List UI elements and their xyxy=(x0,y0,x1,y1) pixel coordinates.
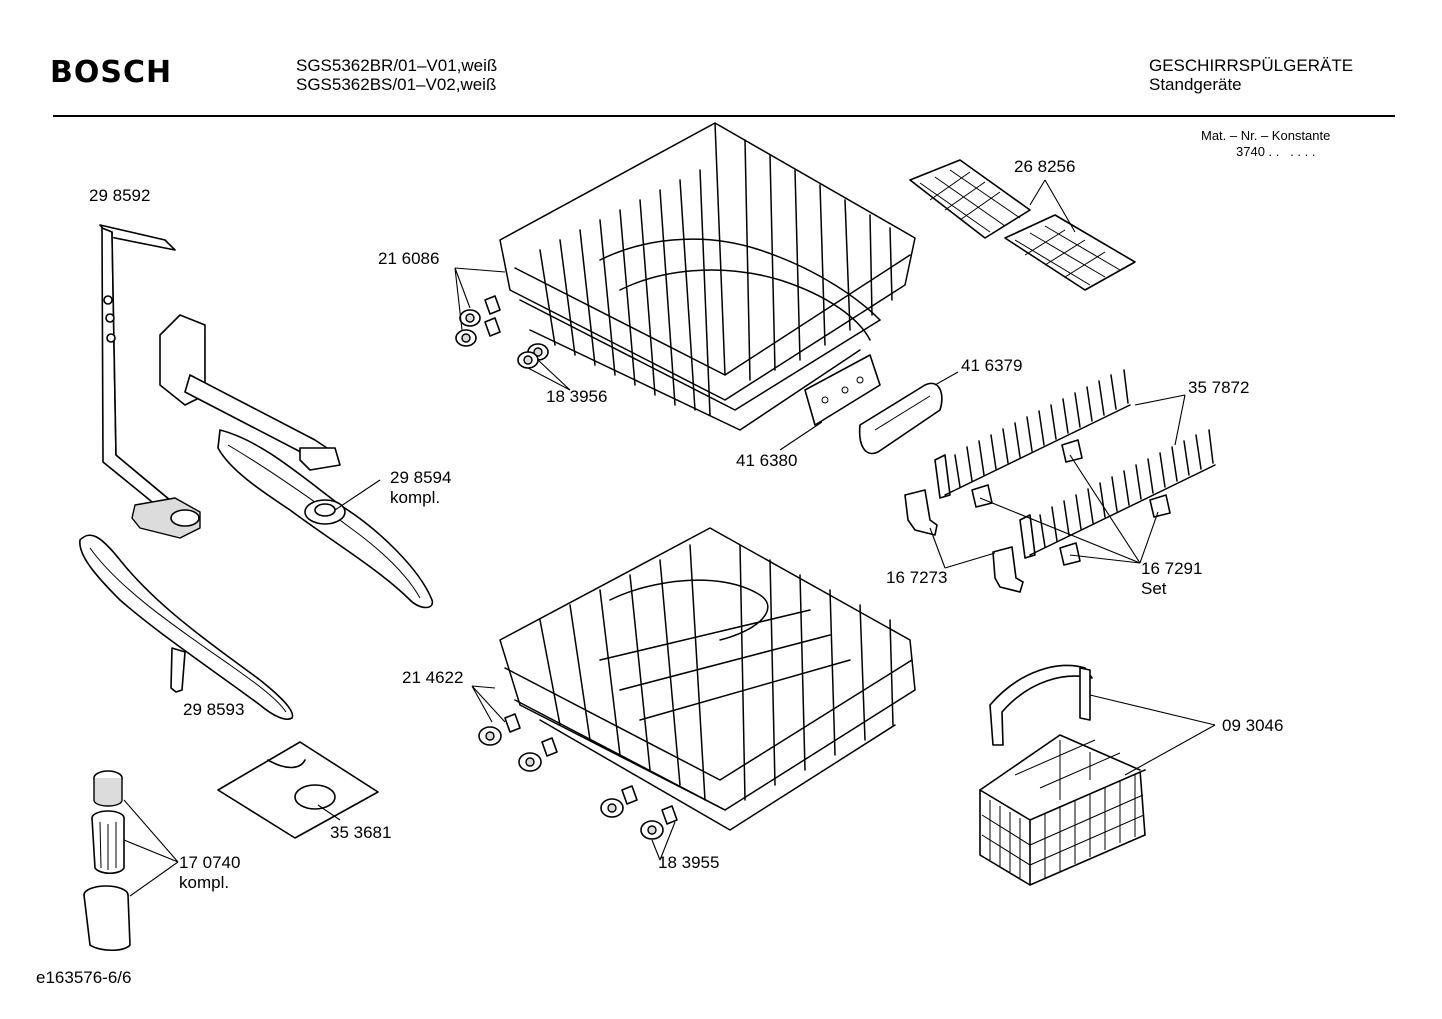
label-298593: 29 8593 xyxy=(183,700,245,719)
model-line-2: SGS5362BS/01–V02,weiß xyxy=(296,75,497,94)
label-170740-note: kompl. xyxy=(179,873,230,892)
model-line-1: SGS5362BR/01–V01,weiß xyxy=(296,56,498,75)
label-298594-number: 29 8594 xyxy=(390,468,452,487)
part-rack-clips[interactable] xyxy=(904,489,1024,593)
part-sieve-plate[interactable] xyxy=(217,741,379,839)
part-upper-rollers[interactable] xyxy=(455,295,549,369)
label-183955: 18 3955 xyxy=(658,853,720,872)
label-298594: 29 8594 kompl. xyxy=(390,468,451,508)
part-cup-shelves[interactable] xyxy=(909,159,1136,291)
label-167291-note: Set xyxy=(1141,579,1167,598)
part-filter-set[interactable] xyxy=(83,770,131,952)
label-416380: 41 6380 xyxy=(736,451,798,470)
model-list: SGS5362BR/01–V01,weiß SGS5362BS/01–V02,w… xyxy=(296,56,497,94)
part-clip-set[interactable] xyxy=(971,439,1171,566)
category-title: GESCHIRRSPÜLGERÄTE xyxy=(1149,56,1354,75)
part-lower-rollers[interactable] xyxy=(478,713,678,840)
part-upper-arm-feed[interactable] xyxy=(159,314,341,471)
part-lower-spray-arm[interactable] xyxy=(79,534,294,720)
part-supply-pipe[interactable] xyxy=(99,224,201,539)
label-183956: 18 3956 xyxy=(546,387,608,406)
part-handle[interactable] xyxy=(804,354,943,455)
label-214622: 21 4622 xyxy=(402,668,464,687)
leader-lines xyxy=(123,179,1216,897)
part-tine-racks[interactable] xyxy=(934,369,1216,559)
part-cutlery-basket[interactable] xyxy=(979,664,1146,886)
bosch-logo: BOSCH xyxy=(50,55,173,90)
label-357872: 35 7872 xyxy=(1188,378,1250,397)
label-298592: 29 8592 xyxy=(89,186,151,205)
label-167273: 16 7273 xyxy=(886,568,948,587)
mat-nr-value: 3740 . . . . . . xyxy=(1236,144,1316,159)
label-416379: 41 6379 xyxy=(961,356,1023,375)
header-divider xyxy=(53,115,1395,117)
category-block: GESCHIRRSPÜLGERÄTE Standgeräte xyxy=(1149,56,1353,94)
part-upper-spray-arm[interactable] xyxy=(217,429,434,609)
category-subtitle: Standgeräte xyxy=(1149,75,1242,94)
label-353681: 35 3681 xyxy=(330,823,392,842)
mat-nr-label: Mat. – Nr. – Konstante xyxy=(1201,128,1331,143)
label-167291: 16 7291 Set xyxy=(1141,559,1202,599)
label-170740-number: 17 0740 xyxy=(179,853,241,872)
label-093046: 09 3046 xyxy=(1222,716,1284,735)
label-268256: 26 8256 xyxy=(1014,157,1076,176)
document-id: e163576-6/6 xyxy=(36,968,132,987)
label-216086: 21 6086 xyxy=(378,249,440,268)
part-upper-basket[interactable] xyxy=(499,122,916,431)
label-167291-number: 16 7291 xyxy=(1141,559,1203,578)
part-lower-basket[interactable] xyxy=(499,527,916,831)
label-298594-note: kompl. xyxy=(390,488,441,507)
label-170740: 17 0740 kompl. xyxy=(179,853,240,893)
